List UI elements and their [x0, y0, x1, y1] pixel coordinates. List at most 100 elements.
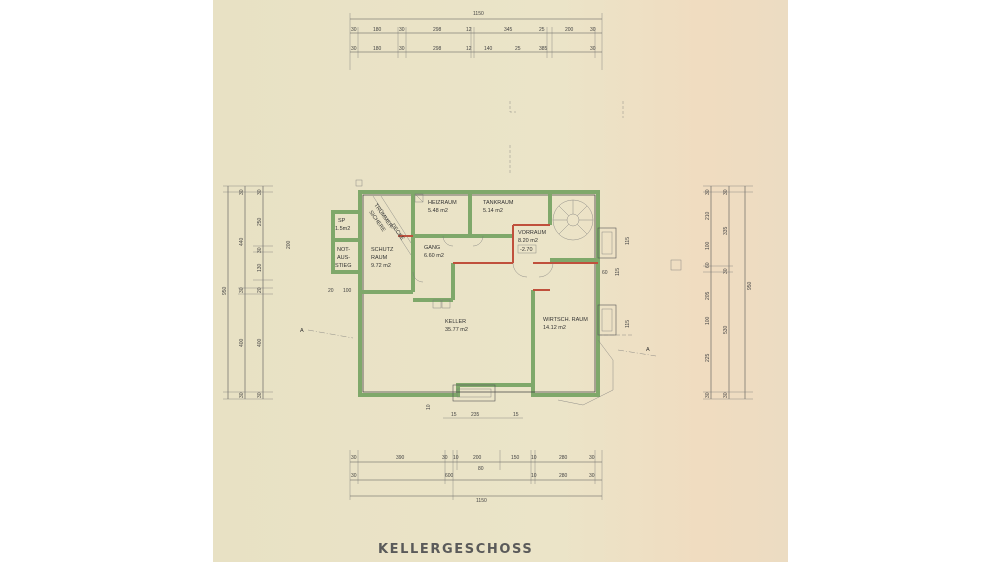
dim-bot2-b: 600 [445, 473, 454, 479]
room-gang-name: GANG [424, 245, 440, 251]
dim-top1-f: 345 [504, 27, 513, 33]
room-notaus-name3: STIEG [335, 263, 352, 269]
dim-right-b3: 60 [705, 262, 711, 268]
dim-inner-5: 15 [451, 412, 457, 418]
dim-bot-total: 1150 [476, 498, 487, 504]
dim-top2-h: 385 [539, 46, 548, 52]
dim-bot1-d: 10 [453, 455, 459, 461]
dim-left-b3: 130 [257, 263, 263, 272]
dim-top2-a: 30 [351, 46, 357, 52]
dim-top-total: 1150 [473, 11, 484, 17]
dim-inner-7: 10 [426, 404, 432, 410]
dim-left-b5: 400 [257, 338, 263, 347]
dim-inner-0: 115 [625, 237, 631, 245]
note-decke: DECKE [389, 223, 405, 242]
dim-right-a4: 30 [723, 392, 729, 398]
dim-right-b1: 210 [705, 211, 711, 220]
dim-left-small2: 20 [328, 288, 334, 294]
room-vorraum-name: VORRAUM [518, 230, 547, 236]
dim-bot2-e: 30 [589, 473, 595, 479]
dim-right-b4: 205 [705, 291, 711, 300]
section-markers: A A [300, 328, 657, 357]
dim-top1-c: 30 [399, 27, 405, 33]
dim-top1-b: 180 [373, 27, 382, 33]
dim-right-a0: 30 [723, 189, 729, 195]
dim-bot1-f: 150 [511, 455, 520, 461]
dim-inner-2: 115 [615, 268, 621, 276]
room-schutz-area: 9.72 m2 [371, 263, 391, 269]
red-partitions [398, 224, 598, 291]
room-gang-area: 6.60 m2 [424, 253, 444, 259]
dim-bot1-h: 280 [559, 455, 568, 461]
floor-plan-drawing: 1150 30 180 30 298 12 345 25 200 30 30 1… [222, 11, 753, 557]
room-wirtsch-area: 14.12 m2 [543, 325, 566, 331]
room-vorraum-area: 8.20 m2 [518, 238, 538, 244]
building-walls [331, 190, 600, 397]
dim-left-b0: 30 [257, 189, 263, 195]
dim-bot1-c: 30 [442, 455, 448, 461]
room-tankraum-name: TANKRAUM [483, 200, 514, 206]
room-keller-area: 35.77 m2 [445, 327, 468, 333]
plan-sheet: 1150 30 180 30 298 12 345 25 200 30 30 1… [213, 0, 788, 562]
dim-top2-e: 12 [466, 46, 472, 52]
dim-inner-3: 115 [625, 320, 631, 328]
dim-bot1-b: 390 [396, 455, 405, 461]
top-dimensions: 1150 30 180 30 298 12 345 25 200 30 30 1… [349, 11, 603, 70]
dim-left-b4: 20 [257, 287, 263, 293]
dim-bot2-c: 10 [531, 473, 537, 479]
dim-left-a0: 30 [239, 189, 245, 195]
room-notaus-name2: AUS- [337, 255, 350, 261]
dim-inner-1: 60 [602, 270, 608, 276]
dim-right-b7: 30 [705, 392, 711, 398]
dim-right-b0: 30 [705, 189, 711, 195]
dim-right-b6: 225 [705, 353, 711, 362]
dim-right-b5: 100 [705, 316, 711, 325]
bottom-dimensions: 30 390 30 10 200 150 10 280 30 80 30 600… [349, 450, 603, 504]
dim-left-a1: 440 [239, 237, 245, 246]
dim-left-b2: 30 [257, 247, 263, 253]
room-tankraum-area: 5.14 m2 [483, 208, 503, 214]
dim-left-b1: 250 [257, 217, 263, 226]
left-dimensions: 950 30 440 30 400 30 30 250 30 130 20 40… [222, 185, 352, 400]
dim-bot-mid: 80 [478, 466, 484, 472]
dim-left-small1: 100 [343, 288, 352, 294]
dim-top1-i: 30 [590, 27, 596, 33]
dim-bot1-g: 10 [531, 455, 537, 461]
dim-bot1-i: 30 [589, 455, 595, 461]
dim-bot1-e: 200 [473, 455, 482, 461]
dim-left-b6: 30 [257, 392, 263, 398]
dim-top2-f: 140 [484, 46, 493, 52]
room-keller-name: KELLER [445, 319, 466, 325]
spiral-stair [552, 199, 594, 241]
room-wirtsch-name: WIRTSCH. RAUM [543, 317, 588, 323]
section-a-right: A [646, 347, 650, 353]
dim-inner-6: 15 [513, 412, 519, 418]
dim-inner-4: 235 [471, 412, 480, 418]
room-sp-name: SP [338, 218, 346, 224]
dim-bot2-a: 30 [351, 473, 357, 479]
dim-top2-g: 25 [515, 46, 521, 52]
room-schutz-name2: RAUM [371, 255, 388, 261]
dim-top2-b: 180 [373, 46, 382, 52]
room-schutz-name: SCHUTZ [371, 247, 394, 253]
truemmer-zone [372, 195, 412, 256]
dim-bot2-d: 280 [559, 473, 568, 479]
room-sp-area: 1.5m2 [335, 226, 350, 232]
dim-top1-d: 298 [433, 27, 442, 33]
dim-right-a3: 530 [723, 325, 729, 334]
room-heizraum-area: 5.48 m2 [428, 208, 448, 214]
dim-top2-i: 30 [590, 46, 596, 52]
dim-top1-e: 12 [466, 27, 472, 33]
right-dimensions: 30 335 30 530 30 950 30 210 100 60 205 1… [703, 185, 753, 400]
dim-left-a2: 30 [239, 287, 245, 293]
dim-top1-a: 30 [351, 27, 357, 33]
dim-right-b2: 100 [705, 241, 711, 250]
dim-left-small0: 200 [286, 240, 292, 249]
drawing-title: KELLERGESCHOSS [378, 542, 533, 557]
room-heizraum-name: HEIZRAUM [428, 200, 457, 206]
dim-top1-g: 25 [539, 27, 545, 33]
upper-outline [355, 101, 682, 271]
dim-right-a2: 30 [723, 268, 729, 274]
dim-right-total: 950 [747, 281, 753, 290]
doors [412, 235, 554, 283]
